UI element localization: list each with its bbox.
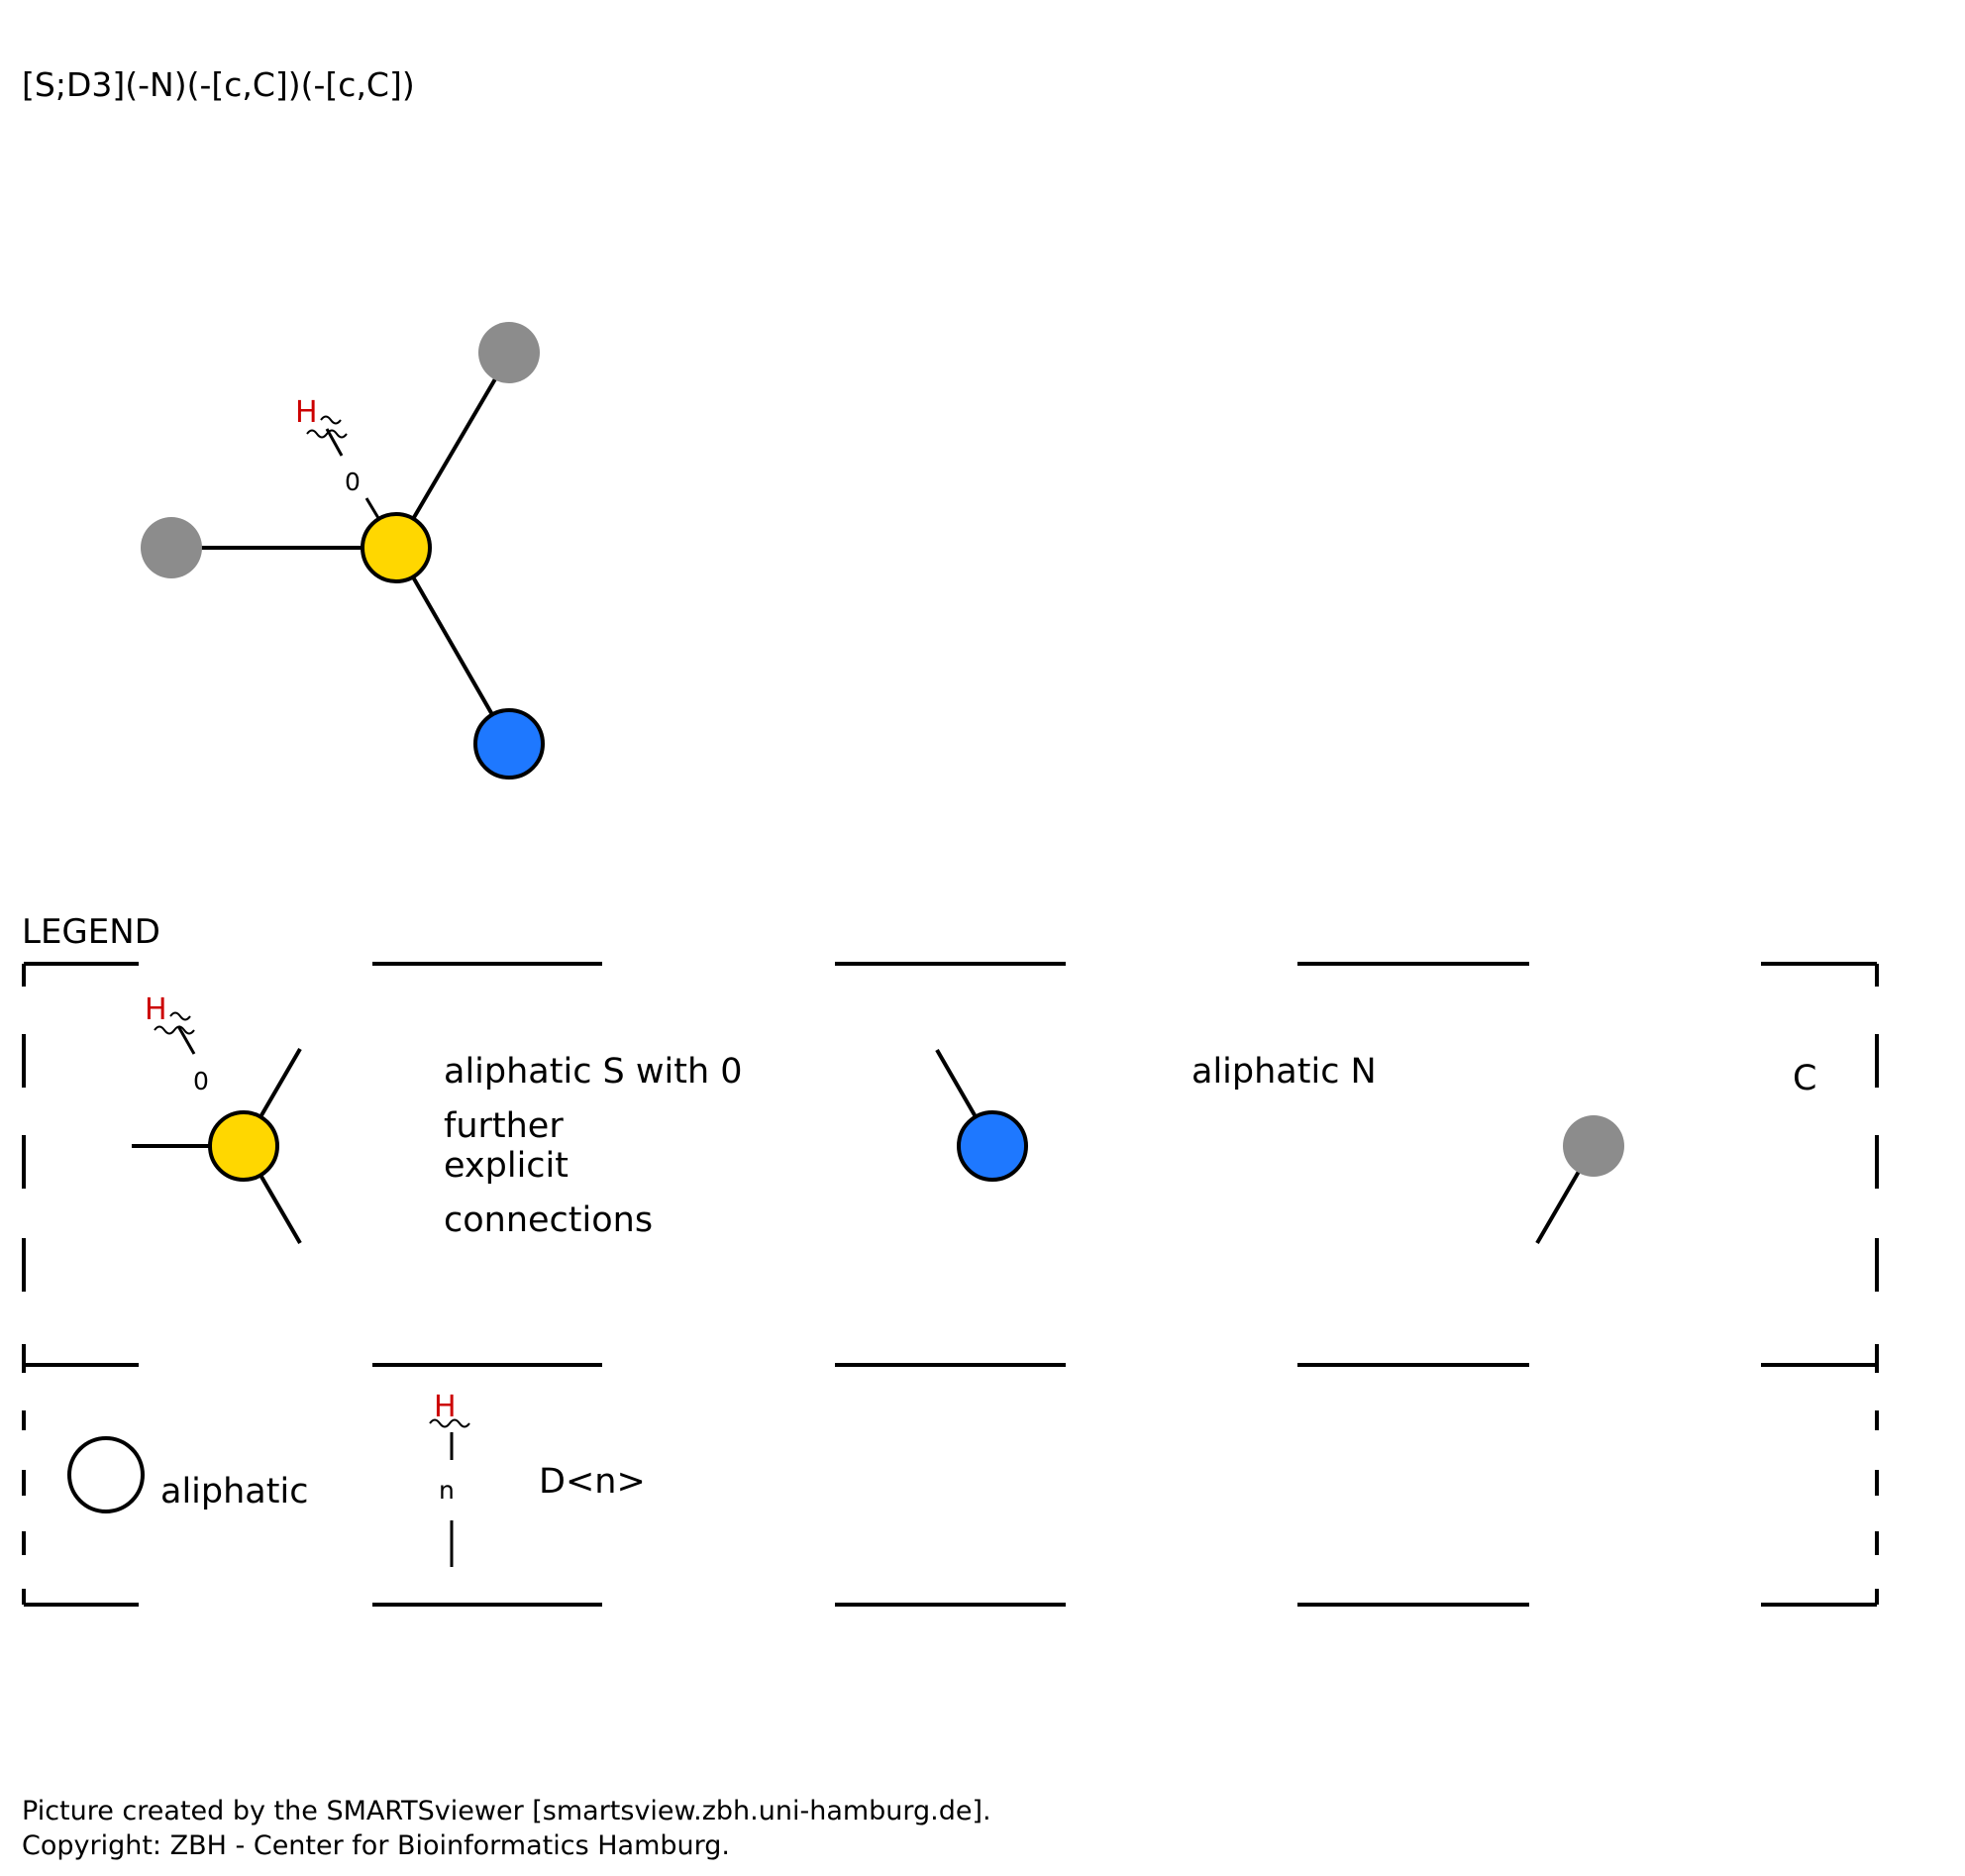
hcount-label-main: 0 bbox=[345, 468, 361, 496]
carbon-atom-top bbox=[478, 322, 540, 383]
legend-degree-glyph bbox=[429, 1418, 470, 1567]
bond-s-n bbox=[394, 547, 511, 745]
legend-degree-label: D<n> bbox=[539, 1462, 646, 1502]
legend-degree-n-label: n bbox=[439, 1476, 455, 1505]
legend-s-label-line4: connections bbox=[444, 1200, 653, 1240]
legend-aliphatic-label: aliphatic bbox=[160, 1472, 308, 1511]
legend-s-label-line2: further bbox=[444, 1106, 564, 1146]
sulfur-atom bbox=[361, 512, 432, 583]
main-molecule bbox=[171, 347, 515, 745]
h-wavy-line-2 bbox=[320, 415, 342, 425]
carbon-atom-left bbox=[141, 517, 202, 578]
legend-carbon-atom bbox=[1563, 1115, 1624, 1177]
h-label-main: H bbox=[295, 395, 318, 430]
h-stub-upper bbox=[325, 428, 344, 457]
nitrogen-atom bbox=[473, 708, 545, 780]
legend-n-label: aliphatic N bbox=[1191, 1052, 1377, 1092]
bond-s-c-top bbox=[394, 347, 515, 550]
legend-nitrogen-atom bbox=[957, 1110, 1028, 1182]
legend-degree-h-label: H bbox=[434, 1390, 457, 1424]
h-wavy-line bbox=[306, 429, 348, 439]
legend-s-hcount: 0 bbox=[193, 1067, 209, 1095]
legend-s-label-line3: explicit bbox=[444, 1146, 569, 1186]
legend-s-h-label: H bbox=[145, 992, 167, 1027]
legend-frame bbox=[22, 962, 1879, 1607]
legend-s-label-line1: aliphatic S with 0 bbox=[444, 1052, 743, 1092]
legend-sulfur-atom bbox=[208, 1110, 279, 1182]
smarts-title: [S;D3](-N)(-[c,C])(-[c,C]) bbox=[22, 65, 415, 104]
legend-aliphatic-circle bbox=[67, 1436, 145, 1513]
legend-c-label: C bbox=[1793, 1059, 1816, 1098]
footer-line2: Copyright: ZBH - Center for Bioinformati… bbox=[22, 1830, 730, 1861]
h-stub-lower bbox=[364, 497, 380, 519]
footer-line1: Picture created by the SMARTSviewer [sma… bbox=[22, 1796, 991, 1826]
legend-title: LEGEND bbox=[22, 912, 160, 952]
